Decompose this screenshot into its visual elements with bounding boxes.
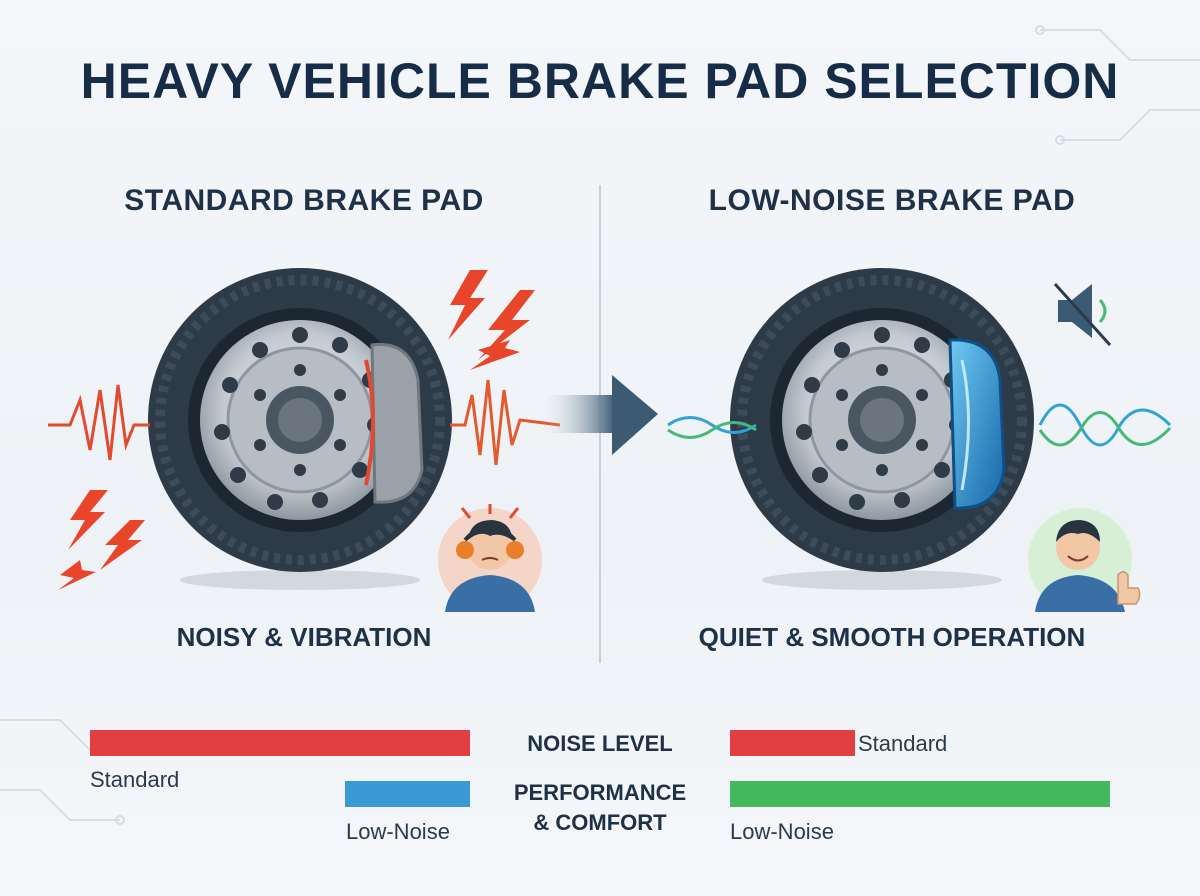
muted-speaker-icon [1053, 282, 1112, 347]
low-noise-caliper [948, 338, 1006, 510]
perf-low-noise-label: Low-Noise [730, 819, 834, 844]
lug-holes-left [214, 327, 383, 510]
noise-level-label: NOISE LEVEL [527, 731, 673, 756]
noise-standard-bar [90, 730, 470, 756]
perf-standard-bar [730, 730, 855, 756]
noise-standard-label: Standard [90, 767, 180, 792]
standard-panel-heading: STANDARD BRAKE PAD [124, 184, 484, 217]
low-noise-caption: QUIET & SMOOTH OPERATION [698, 622, 1086, 652]
low-noise-panel-heading: LOW-NOISE BRAKE PAD [708, 184, 1076, 217]
page-title: HEAVY VEHICLE BRAKE PAD SELECTION [80, 53, 1120, 109]
perf-low-noise-bar [730, 781, 1110, 807]
lug-holes-right [796, 327, 965, 510]
happy-person-icon [1028, 508, 1141, 612]
noise-wave-left [48, 384, 150, 461]
arrow-right-icon [545, 375, 658, 455]
standard-caliper [370, 342, 424, 504]
noise-wave-right [450, 379, 561, 466]
standard-wheel [148, 268, 452, 590]
annoyed-person-icon [438, 504, 542, 612]
perf-standard-label: Standard [858, 731, 948, 756]
standard-caption: NOISY & VIBRATION [176, 622, 432, 652]
noise-low-noise-label: Low-Noise [346, 819, 450, 844]
circuit-decoration [0, 25, 1200, 825]
performance-label-line1: PERFORMANCE [513, 780, 687, 805]
quiet-wave-left [667, 416, 757, 439]
noise-low-noise-bar [345, 781, 470, 807]
quiet-wave-right [1038, 403, 1172, 447]
performance-label-line2: & COMFORT [533, 810, 667, 835]
low-noise-wheel [730, 268, 1034, 590]
lightning-icon [58, 270, 535, 590]
